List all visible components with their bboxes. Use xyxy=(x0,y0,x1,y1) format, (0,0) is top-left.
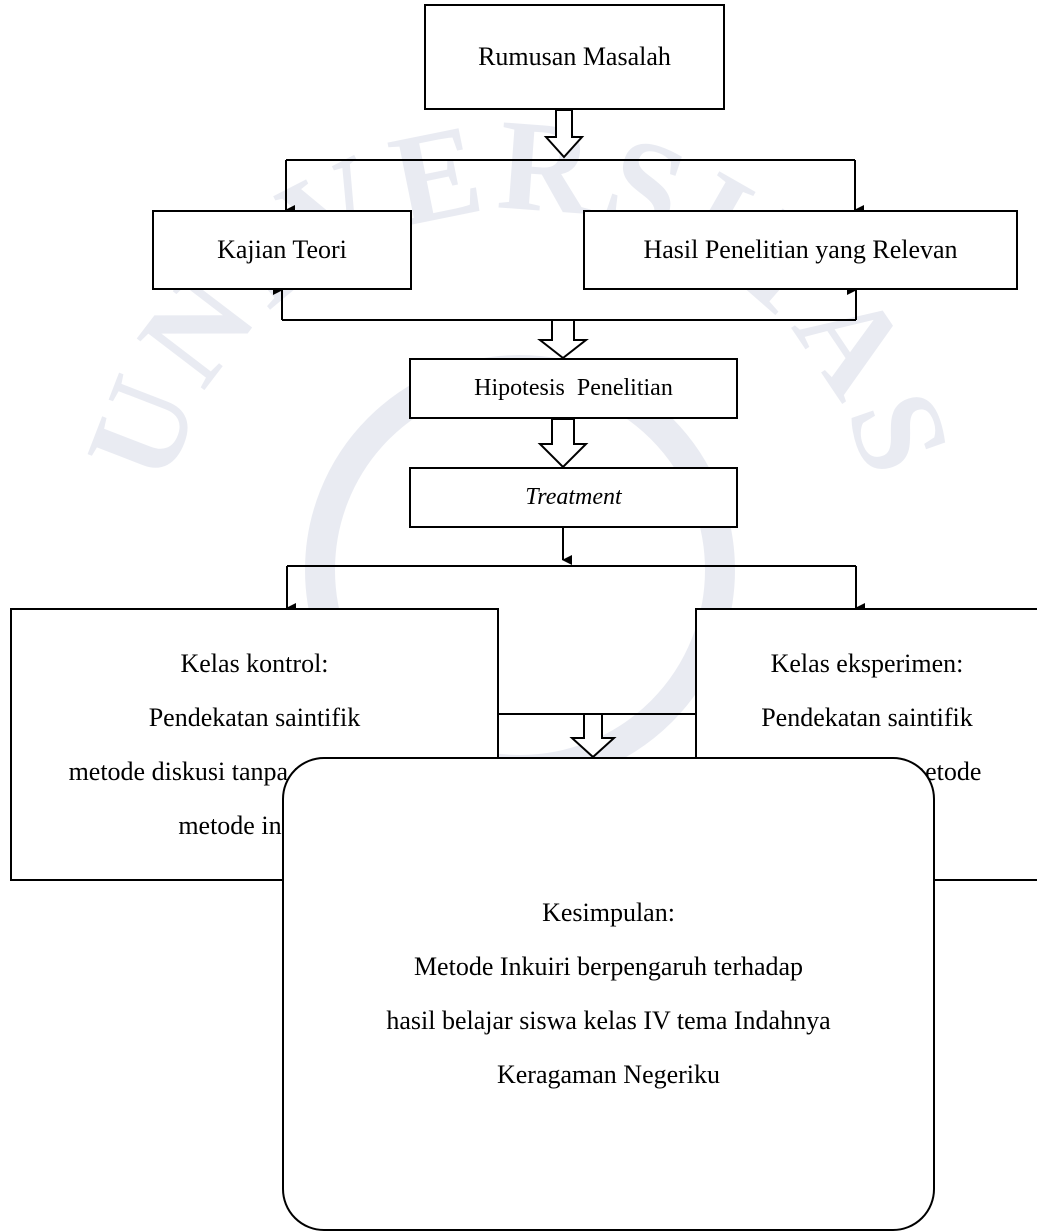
hipotesis-box: Hipotesis Penelitian xyxy=(409,358,738,419)
kajian-teori-box: Kajian Teori xyxy=(152,210,412,290)
kesimpulan-line: Keragaman Negeriku xyxy=(496,1060,721,1089)
treatment-label: Treatment xyxy=(525,484,622,511)
hipotesis-label: Hipotesis Penelitian xyxy=(474,375,673,402)
kajian-teori-label: Kajian Teori xyxy=(217,235,347,265)
treatment-box: Treatment xyxy=(409,467,738,528)
rumusan-masalah-label: Rumusan Masalah xyxy=(478,42,671,72)
kelas-kontrol-title: Kelas kontrol: xyxy=(180,648,329,678)
kesimpulan-title: Kesimpulan: xyxy=(542,898,675,927)
kesimpulan-box: Kesimpulan: Metode Inkuiri berpengaruh t… xyxy=(282,757,935,1231)
hasil-penelitian-label: Hasil Penelitian yang Relevan xyxy=(643,235,958,265)
kelas-eksperimen-line: Pendekatan saintifik xyxy=(761,702,973,732)
kesimpulan-line: hasil belajar siswa kelas IV tema Indahn… xyxy=(386,1006,831,1035)
kelas-eksperimen-title: Kelas eksperimen: xyxy=(770,648,964,678)
kesimpulan-line: Metode Inkuiri berpengaruh terhadap xyxy=(413,952,804,981)
kelas-kontrol-line: Pendekatan saintifik xyxy=(148,702,361,732)
rumusan-masalah-box: Rumusan Masalah xyxy=(424,4,725,110)
hasil-penelitian-box: Hasil Penelitian yang Relevan xyxy=(583,210,1018,290)
